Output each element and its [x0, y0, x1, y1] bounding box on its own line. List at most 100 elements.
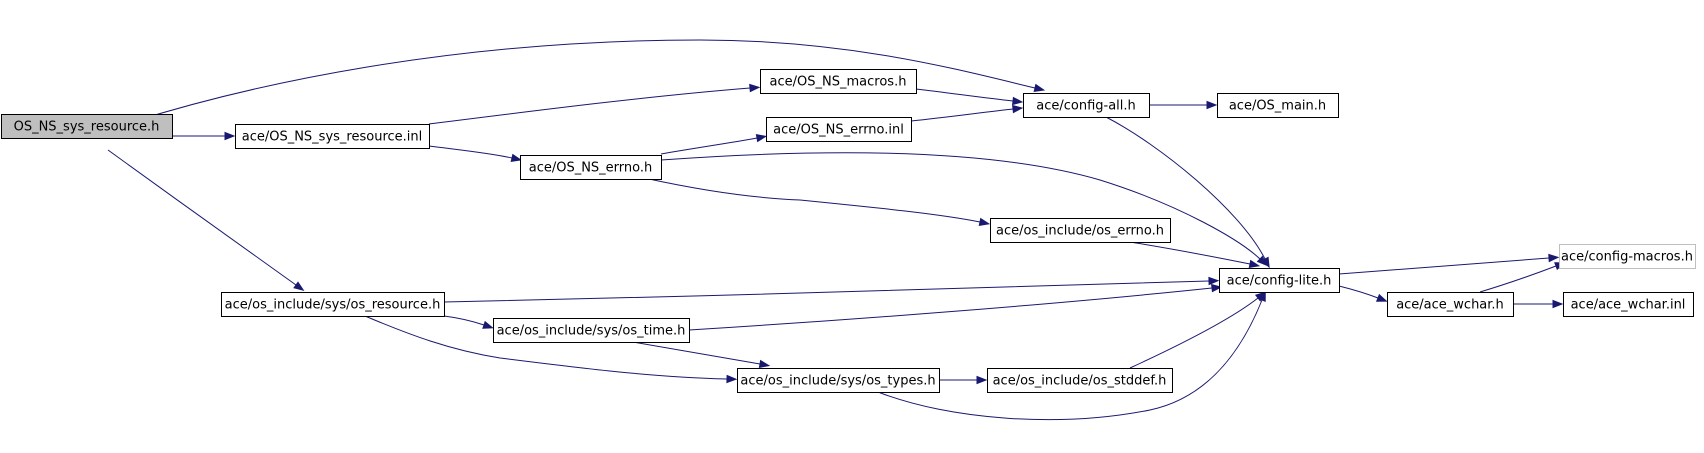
- node-os-time[interactable]: ace/os_include/sys/os_time.h: [493, 318, 690, 343]
- edge-sysres_inl-to-macros: [428, 83, 761, 125]
- edge-line: [131, 39, 1036, 123]
- node-box: [760, 69, 917, 94]
- edge-line: [632, 341, 761, 365]
- edge-line: [660, 152, 1261, 260]
- edge-line: [1105, 116, 1266, 260]
- edge-os_time-to-config_lite: [688, 283, 1223, 331]
- node-os-types[interactable]: ace/os_include/sys/os_types.h: [737, 368, 940, 393]
- node-errno-h[interactable]: ace/OS_NS_errno.h: [520, 155, 662, 180]
- arrowhead: [978, 217, 991, 227]
- edge-line: [428, 145, 513, 159]
- arrowhead: [1548, 253, 1560, 263]
- node-label: ace/os_include/os_stddef.h: [993, 374, 1167, 389]
- node-config-all[interactable]: ace/config-all.h: [1023, 93, 1150, 118]
- edge-line: [443, 280, 1210, 303]
- edge-line: [443, 315, 485, 326]
- node-ace-wchar-h[interactable]: ace/ace_wchar.h: [1387, 292, 1514, 317]
- arrowhead: [1248, 259, 1261, 269]
- edge-line: [660, 137, 758, 155]
- edge-line: [688, 287, 1213, 331]
- edge-errno_h-to-os_errno: [648, 178, 991, 227]
- edge-line: [1338, 285, 1379, 299]
- arrowhead: [758, 359, 771, 369]
- edge-root-to-config_all: [131, 39, 1046, 123]
- node-label: ace/OS_NS_errno.h: [529, 161, 653, 176]
- arrowhead: [1033, 83, 1046, 92]
- arrowhead: [510, 153, 523, 163]
- node-box: [1, 114, 173, 139]
- node-label: ace/os_include/sys/os_types.h: [740, 374, 935, 389]
- node-os-main[interactable]: ace/OS_main.h: [1217, 93, 1339, 118]
- node-box: [1217, 93, 1339, 118]
- edge-os_types-to-os_stddef: [939, 375, 988, 385]
- node-label: ace/OS_NS_errno.inl: [773, 123, 904, 138]
- arrowhead: [1254, 291, 1267, 302]
- node-label: ace/ace_wchar.h: [1396, 298, 1504, 313]
- arrowhead: [1211, 283, 1223, 293]
- edge-line: [364, 315, 728, 380]
- nodes-layer: OS_NS_sys_resource.h ace/OS_NS_sys_resour…: [1, 69, 1696, 393]
- node-label: ace/OS_NS_macros.h: [770, 75, 907, 90]
- edge-os_stddef-to-config_lite: [1129, 291, 1267, 369]
- edges-layer: [107, 39, 1566, 421]
- arrowhead: [755, 133, 768, 143]
- arrowhead: [1552, 299, 1564, 309]
- edge-sysres_inl-to-errno_h: [428, 145, 523, 163]
- node-box: [1387, 292, 1514, 317]
- node-box: [1219, 268, 1340, 293]
- edge-errno_inl-to-config_all: [910, 104, 1024, 122]
- arrowhead: [1012, 104, 1024, 114]
- edge-line: [1479, 265, 1557, 293]
- node-os-errno[interactable]: ace/os_include/os_errno.h: [990, 218, 1171, 243]
- node-label: ace/config-lite.h: [1227, 274, 1332, 289]
- arrowhead: [1208, 276, 1220, 286]
- node-ace-wchar-inl[interactable]: ace/ace_wchar.inl: [1563, 292, 1694, 317]
- edge-line: [1129, 241, 1251, 265]
- arrowhead: [1206, 100, 1218, 110]
- edge-os_types-to-config_lite: [877, 290, 1266, 421]
- arrowhead: [1375, 293, 1388, 302]
- node-macros[interactable]: ace/OS_NS_macros.h: [760, 69, 917, 94]
- edge-os_resource-to-os_types: [364, 315, 738, 384]
- arrowhead: [1256, 255, 1268, 267]
- arrowhead: [293, 281, 305, 292]
- arrowhead: [482, 320, 494, 329]
- node-sysres-inl[interactable]: ace/OS_NS_sys_resource.inl: [235, 124, 430, 149]
- edge-os_resource-to-os_time: [443, 315, 494, 329]
- node-label: ace/config-all.h: [1036, 99, 1136, 114]
- node-label: ace/os_include/sys/os_time.h: [497, 324, 686, 339]
- node-root[interactable]: OS_NS_sys_resource.h: [1, 114, 173, 139]
- node-label: ace/config-macros.h: [1561, 250, 1693, 265]
- edge-line: [1129, 297, 1259, 369]
- edge-ace_wchar_h-to-config_macros: [1479, 262, 1566, 293]
- node-config-macros[interactable]: ace/config-macros.h: [1559, 244, 1696, 269]
- edge-config_lite-to-ace_wchar_h: [1338, 285, 1388, 302]
- edge-errno_h-to-config_lite: [660, 152, 1268, 267]
- edge-ace_wchar_h-to-ace_wchar_inl: [1513, 299, 1564, 309]
- edge-config_all-to-os_main: [1149, 100, 1218, 110]
- edge-config_lite-to-config_macros: [1338, 253, 1560, 275]
- node-box: [766, 117, 912, 142]
- node-os-stddef[interactable]: ace/os_include/os_stddef.h: [987, 368, 1173, 393]
- node-label: ace/ace_wchar.inl: [1571, 298, 1686, 313]
- node-box: [235, 124, 430, 149]
- node-os-resource[interactable]: ace/os_include/sys/os_resource.h: [221, 292, 445, 317]
- node-box: [1023, 93, 1150, 118]
- edge-root-to-os_resource: [107, 149, 305, 292]
- node-label: ace/os_include/sys/os_resource.h: [225, 298, 441, 313]
- node-label: OS_NS_sys_resource.h: [14, 120, 160, 135]
- node-errno-inl[interactable]: ace/OS_NS_errno.inl: [766, 117, 912, 142]
- edge-config_all-to-config_lite: [1105, 116, 1270, 269]
- node-box: [1563, 292, 1694, 317]
- node-box: [221, 292, 445, 317]
- edge-os_time-to-os_types: [632, 341, 771, 369]
- node-config-lite[interactable]: ace/config-lite.h: [1219, 268, 1340, 293]
- node-box: [493, 318, 690, 343]
- edge-line: [1338, 257, 1550, 275]
- node-label: ace/OS_main.h: [1229, 99, 1326, 114]
- node-box: [990, 218, 1171, 243]
- arrowhead: [224, 131, 236, 141]
- edge-macros-to-config_all: [915, 88, 1024, 106]
- arrowhead: [726, 374, 738, 384]
- edge-line: [910, 108, 1014, 122]
